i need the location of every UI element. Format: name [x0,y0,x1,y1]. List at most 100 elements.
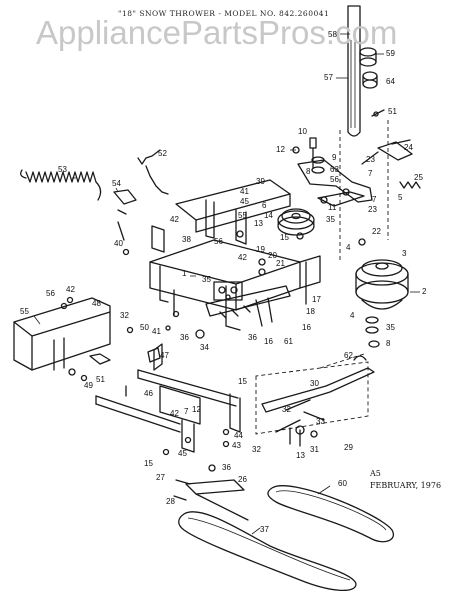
part-62 [353,355,367,361]
callout-18: 18 [306,307,315,316]
callout-16a: 16 [302,323,311,332]
callout-4b: 4 [350,311,355,320]
callout-32b: 32 [282,405,291,414]
callout-47: 47 [160,351,169,360]
callout-7a: 7 [368,169,373,178]
callout-7b: 7 [372,195,377,204]
bolt-set [60,296,230,472]
callout-41b: 41 [152,327,161,336]
callout-8: 8 [306,167,311,176]
callout-19: 19 [256,245,265,254]
callout-30: 30 [310,379,319,388]
shaft-pin-51 [371,109,385,117]
belt-37 [178,511,357,592]
callout-15a: 15 [280,233,289,242]
callout-33: 33 [316,417,325,426]
callout-55a: 55 [238,211,247,220]
callout-57: 57 [324,73,333,82]
callout-28: 28 [166,497,175,506]
callout-23b: 23 [368,205,377,214]
callout-58: 58 [328,30,337,39]
callout-63: 63 [330,165,339,174]
callout-55b: 55 [20,307,29,316]
linkage [275,399,325,447]
callout-10: 10 [298,127,307,136]
control-shaft [347,5,361,137]
callout-8b: 8 [386,339,391,348]
callout-35a: 35 [326,215,335,224]
callout-54: 54 [112,179,121,188]
arm-26 [173,479,249,521]
callout-1: 1 [182,269,187,278]
callout-39: 39 [256,177,265,186]
callout-22: 22 [372,227,381,236]
callout-51: 51 [388,107,397,116]
callout-42a: 42 [170,215,179,224]
callout-12: 12 [276,145,285,154]
callout-62: 62 [344,351,353,360]
callout-9: 9 [332,153,337,162]
callout-56c: 56 [46,289,55,298]
callout-53: 53 [58,165,67,174]
callout-17: 17 [312,295,321,304]
callout-32c: 32 [252,445,261,454]
callout-48: 48 [92,299,101,308]
callout-20: 20 [268,251,277,260]
callout-36c: 36 [222,463,231,472]
callout-26: 26 [238,475,247,484]
belt-guide-dashed [319,120,389,369]
side-plate-48 [13,297,111,382]
callout-56a: 56 [330,175,339,184]
callout-56b: 56 [214,237,223,246]
callout-31: 31 [310,445,319,454]
pulley-assembly [355,238,409,348]
housing-29 [255,361,375,435]
callout-35b: 35 [202,275,211,284]
callout-38: 38 [182,235,191,244]
washer-set [236,146,325,276]
wire-link [137,149,169,195]
idler-arm [297,159,373,207]
callout-11: 11 [328,203,337,212]
diagram-header: "18" SNOW THROWER - MODEL NO. 842.260041 [118,9,329,18]
axle-frame [95,343,241,453]
callout-40: 40 [114,239,123,248]
callout-13b: 13 [296,451,305,460]
callout-12b: 12 [192,405,201,414]
leader-lines [33,33,420,535]
callout-15b: 15 [238,377,247,386]
bolt-40 [117,221,130,256]
callout-43: 43 [232,441,241,450]
callout-41a: 41 [240,187,249,196]
callout-25: 25 [414,173,423,182]
callout-24: 24 [404,143,413,152]
spring [20,169,102,201]
callout-34: 34 [200,343,209,352]
callout-14: 14 [264,211,273,220]
callout-23a: 23 [366,155,375,164]
callout-6: 6 [262,201,267,210]
callout-32a: 32 [120,311,129,320]
callout-35c: 35 [386,323,395,332]
callout-51b: 51 [96,375,105,384]
callout-44: 44 [234,431,243,440]
callout-21: 21 [276,259,285,268]
callout-2: 2 [422,287,427,296]
footer-date: FEBRUARY, 1976 [370,481,441,490]
callout-4a: 4 [346,243,351,252]
main-frame [149,179,321,331]
callout-42c: 42 [66,285,75,294]
callout-7c: 7 [184,407,189,416]
bracket-54 [113,189,137,215]
callout-60: 60 [338,479,347,488]
callout-15c: 15 [144,459,153,468]
callout-61: 61 [284,337,293,346]
callout-49: 49 [84,381,93,390]
callout-42b: 42 [238,253,247,262]
callout-36a: 36 [248,333,257,342]
footer-code: A5 [369,469,381,478]
callout-27: 27 [156,473,165,482]
callout-16b: 16 [264,337,273,346]
pulley-upper [277,208,315,236]
